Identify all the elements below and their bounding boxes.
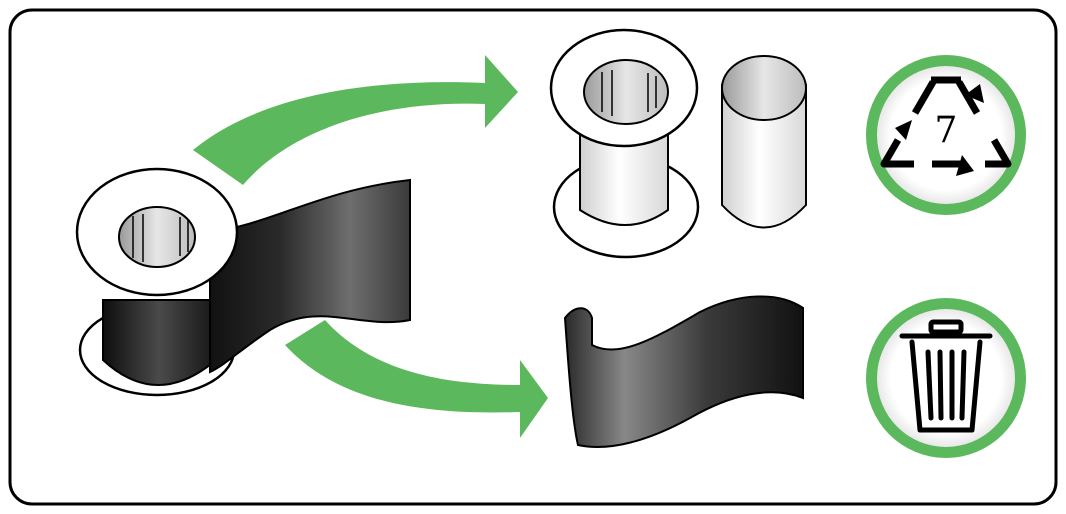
trash-can-icon <box>899 319 993 433</box>
ribbon-spool-full <box>75 167 411 397</box>
trash-badge <box>866 298 1026 458</box>
arrow-to-recycle <box>193 55 518 185</box>
recycle-icon <box>880 76 1012 168</box>
arrow-to-trash <box>285 320 548 438</box>
recycle-code-number: 7 <box>935 110 958 151</box>
core-tube <box>721 55 807 229</box>
empty-spool <box>549 28 700 259</box>
loose-ribbon <box>563 295 804 448</box>
ribbon-strip <box>209 178 411 374</box>
recycle-badge: 7 <box>866 55 1026 215</box>
recycle-arrowheads <box>895 84 984 176</box>
